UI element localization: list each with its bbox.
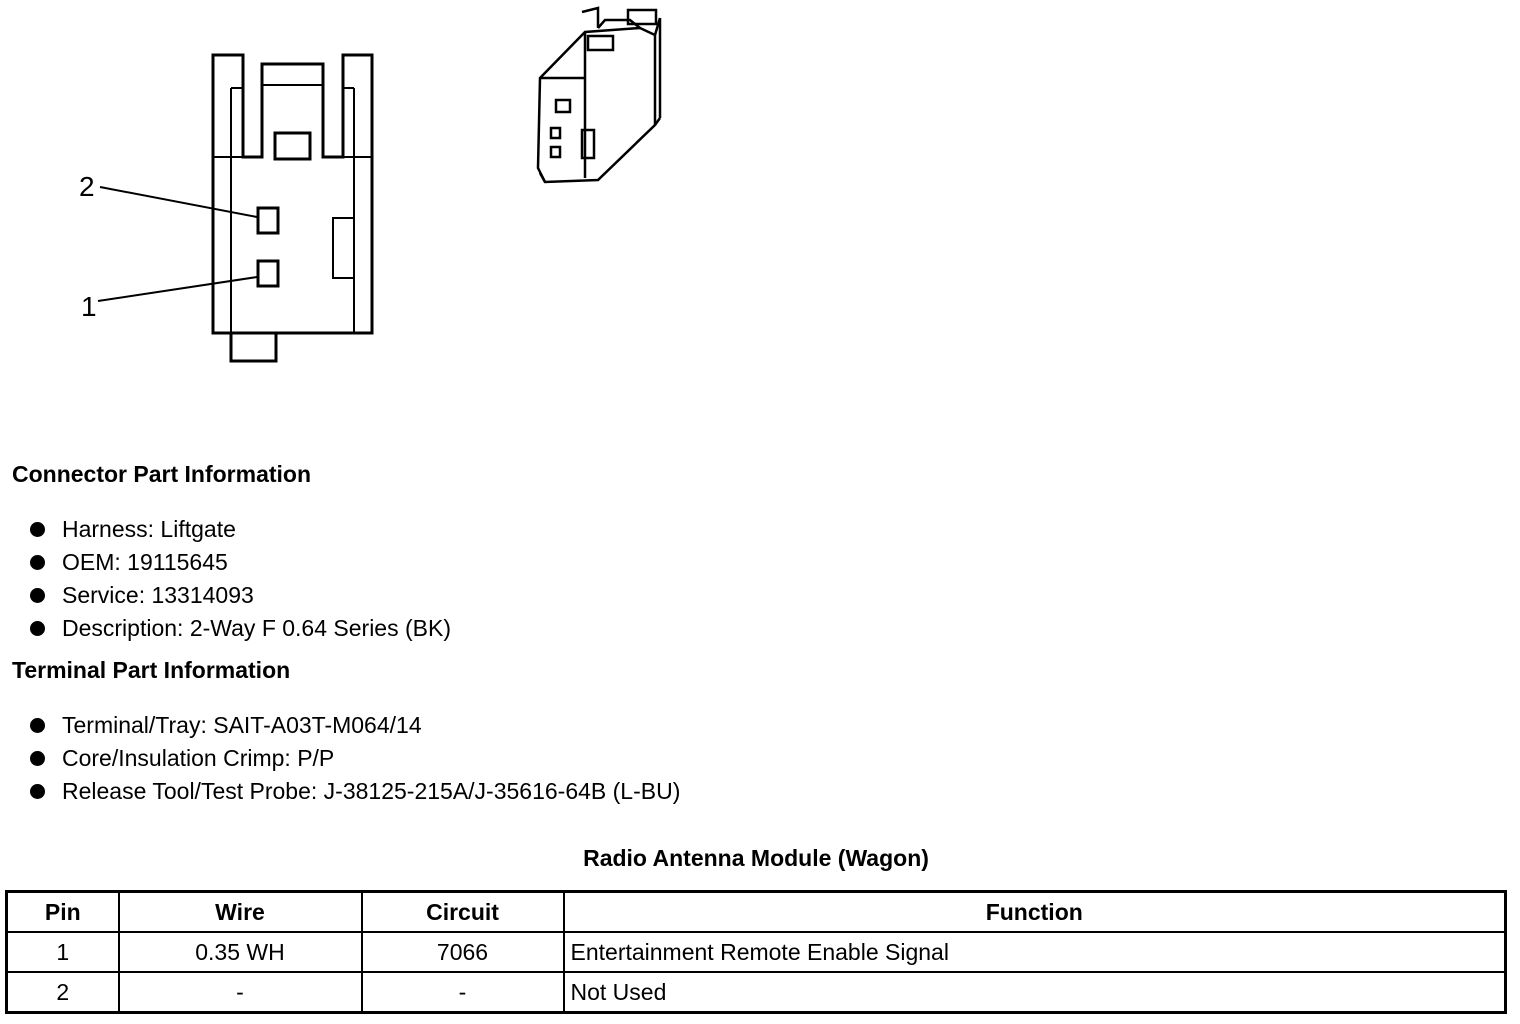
- list-item: Terminal/Tray: SAIT-A03T-M064/14: [28, 709, 680, 742]
- terminal-part-info-list: Terminal/Tray: SAIT-A03T-M064/14 Core/In…: [28, 709, 680, 808]
- bullet-icon: [30, 621, 45, 636]
- pinout-table: Pin Wire Circuit Function 1 0.35 WH 7066…: [5, 890, 1507, 1014]
- cell-function: Not Used: [562, 971, 1507, 1014]
- cell-function: Entertainment Remote Enable Signal: [562, 931, 1507, 973]
- connector-part-info-heading: Connector Part Information: [12, 461, 312, 487]
- list-item: Harness: Liftgate: [28, 513, 451, 546]
- bullet-icon: [30, 784, 45, 799]
- bullet-icon: [30, 718, 45, 733]
- pin-callout-1: 1: [81, 291, 97, 322]
- list-item: Service: 13314093: [28, 579, 451, 612]
- bullet-icon: [30, 588, 45, 603]
- connector-diagram: 2 1: [79, 6, 662, 363]
- pin-callout-2: 2: [79, 171, 95, 202]
- column-header-wire: Wire: [117, 890, 363, 933]
- list-item: Release Tool/Test Probe: J-38125-215A/J-…: [28, 775, 680, 808]
- table-header-row: Pin Wire Circuit Function: [5, 890, 1507, 933]
- bullet-icon: [30, 751, 45, 766]
- cell-pin: 2: [5, 971, 120, 1014]
- column-header-circuit: Circuit: [360, 890, 565, 933]
- terminal-part-info-heading: Terminal Part Information: [12, 657, 291, 683]
- list-item: OEM: 19115645: [28, 546, 451, 579]
- column-header-function: Function: [562, 890, 1507, 933]
- cell-wire: -: [117, 971, 363, 1014]
- column-header-pin: Pin: [5, 890, 120, 933]
- connector-part-info-list: Harness: Liftgate OEM: 19115645 Service:…: [28, 513, 451, 645]
- cell-wire: 0.35 WH: [117, 931, 363, 973]
- connector-face-view: [211, 53, 374, 363]
- cell-pin: 1: [5, 931, 120, 973]
- table-row: 1 0.35 WH 7066 Entertainment Remote Enab…: [5, 931, 1507, 973]
- cell-circuit: 7066: [360, 931, 565, 973]
- table-row: 2 - - Not Used: [5, 971, 1507, 1014]
- bullet-icon: [30, 522, 45, 537]
- table-title: Radio Antenna Module (Wagon): [583, 845, 929, 871]
- list-item: Core/Insulation Crimp: P/P: [28, 742, 680, 775]
- connector-isometric-view: [536, 6, 662, 184]
- list-item: Description: 2-Way F 0.64 Series (BK): [28, 612, 451, 645]
- pin-leader-lines: [97, 186, 258, 302]
- cell-circuit: -: [360, 971, 565, 1014]
- bullet-icon: [30, 555, 45, 570]
